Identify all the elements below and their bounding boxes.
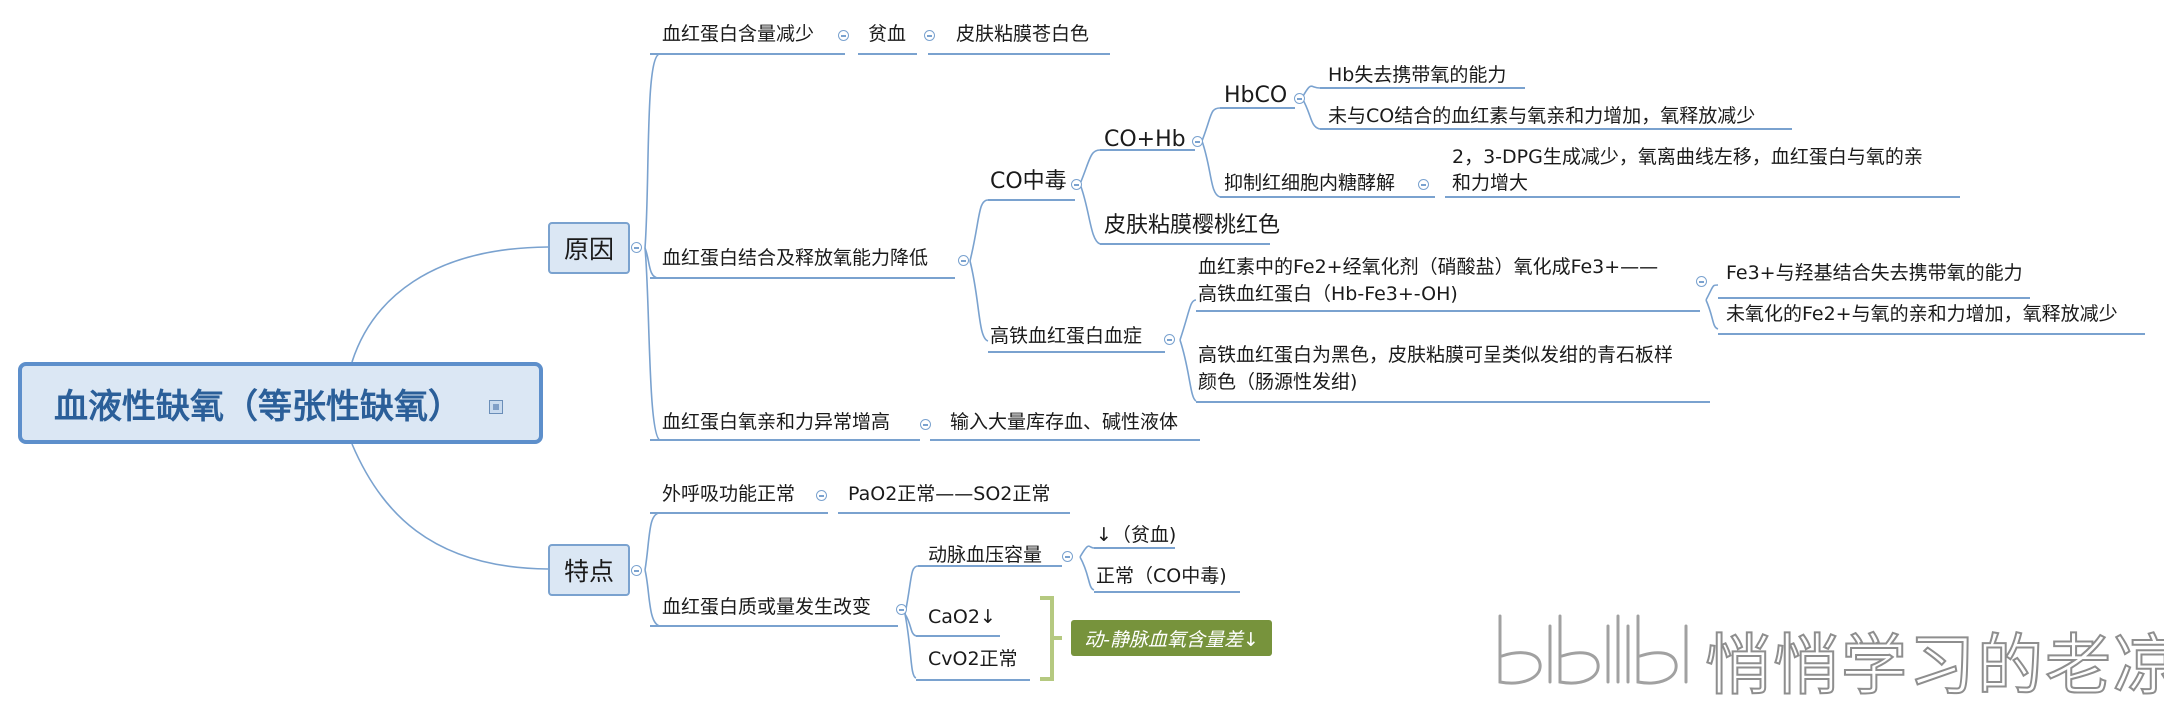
collapse-icon[interactable] xyxy=(958,255,969,266)
node-transfusion[interactable]: 输入大量库存血、碱性液体 xyxy=(950,411,1179,433)
node-normal-co[interactable]: 正常（CO中毒) xyxy=(1096,565,1227,587)
node-unbound-hb[interactable]: 未与CO结合的血红素与氧亲和力增加，氧释放减少 xyxy=(1328,105,1756,127)
node-cherry-skin[interactable]: 皮肤粘膜樱桃红色 xyxy=(1104,213,1281,238)
node-fe-oxidized-line1[interactable]: 血红素中的Fe2+经氧化剂（硝酸盐）氧化成Fe3+—— xyxy=(1198,256,1659,278)
node-affinity-high[interactable]: 血红蛋白氧亲和力异常增高 xyxy=(662,411,891,433)
node-hb-loses-o2[interactable]: Hb失去携带氧的能力 xyxy=(1328,64,1507,86)
collapse-icon[interactable] xyxy=(631,565,642,576)
node-pale-skin[interactable]: 皮肤粘膜苍白色 xyxy=(956,23,1090,45)
node-external-resp[interactable]: 外呼吸功能正常 xyxy=(662,483,796,505)
root-topic[interactable]: 血液性缺氧（等张性缺氧） xyxy=(18,362,543,444)
collapse-icon[interactable] xyxy=(896,604,907,615)
node-hbco[interactable]: HbCO xyxy=(1224,83,1288,108)
collapse-icon[interactable] xyxy=(1418,179,1429,190)
node-fe2-affinity[interactable]: 未氧化的Fe2+与氧的亲和力增加，氧释放减少 xyxy=(1726,303,2118,325)
node-fe-oxidized-line2[interactable]: 高铁血红蛋白（Hb-Fe3+-OH) xyxy=(1198,283,1458,305)
expand-icon[interactable] xyxy=(489,400,503,414)
topic-feature[interactable]: 特点 xyxy=(548,544,630,596)
collapse-icon[interactable] xyxy=(1062,551,1073,562)
node-inhibit-glycolysis[interactable]: 抑制红细胞内糖酵解 xyxy=(1224,172,1396,194)
root-title: 血液性缺氧（等张性缺氧） xyxy=(54,386,462,427)
node-arterial-capacity[interactable]: 动脉血压容量 xyxy=(928,544,1043,566)
collapse-icon[interactable] xyxy=(816,490,827,501)
collapse-icon[interactable] xyxy=(924,30,935,41)
node-fe3-hydroxyl[interactable]: Fe3+与羟基结合失去携带氧的能力 xyxy=(1726,262,2023,284)
node-down-anemia[interactable]: ↓（贫血) xyxy=(1096,524,1177,546)
collapse-icon[interactable] xyxy=(1696,276,1707,287)
node-hb-change[interactable]: 血红蛋白质或量发生改变 xyxy=(662,596,872,618)
node-methb-black-line1[interactable]: 高铁血红蛋白为黑色，皮肤粘膜可呈类似发绀的青石板样 xyxy=(1198,344,1674,366)
collapse-icon[interactable] xyxy=(1192,136,1203,147)
node-cvo2[interactable]: CvO2正常 xyxy=(928,648,1018,670)
collapse-icon[interactable] xyxy=(1164,334,1175,345)
node-binding-release-low[interactable]: 血红蛋白结合及释放氧能力降低 xyxy=(662,247,929,269)
bilibili-logo xyxy=(1498,614,1688,685)
collapse-icon[interactable] xyxy=(631,242,642,253)
node-co-poisoning[interactable]: CO中毒 xyxy=(990,169,1067,194)
node-anemia[interactable]: 贫血 xyxy=(868,23,907,45)
node-cao2[interactable]: CaO2↓ xyxy=(928,606,996,628)
node-methb[interactable]: 高铁血红蛋白血症 xyxy=(990,325,1143,347)
topic-cause[interactable]: 原因 xyxy=(548,222,630,274)
node-methb-black-line2[interactable]: 颜色（肠源性发绀) xyxy=(1198,371,1358,393)
summary-label[interactable]: 动-静脉血氧含量差↓ xyxy=(1071,620,1272,656)
collapse-icon[interactable] xyxy=(838,30,849,41)
node-dpg-line1[interactable]: 2，3-DPG生成减少，氧离曲线左移，血红蛋白与氧的亲 xyxy=(1452,146,1923,168)
watermark-text: 悄悄学习的老凉 xyxy=(1704,626,2164,705)
node-pao2[interactable]: PaO2正常——SO2正常 xyxy=(848,483,1051,505)
node-hb-decrease[interactable]: 血红蛋白含量减少 xyxy=(662,23,815,45)
collapse-icon[interactable] xyxy=(1071,179,1082,190)
collapse-icon[interactable] xyxy=(1294,93,1305,104)
node-dpg-line2[interactable]: 和力增大 xyxy=(1452,172,1529,194)
node-co-hb[interactable]: CO+Hb xyxy=(1104,127,1186,152)
collapse-icon[interactable] xyxy=(920,419,931,430)
